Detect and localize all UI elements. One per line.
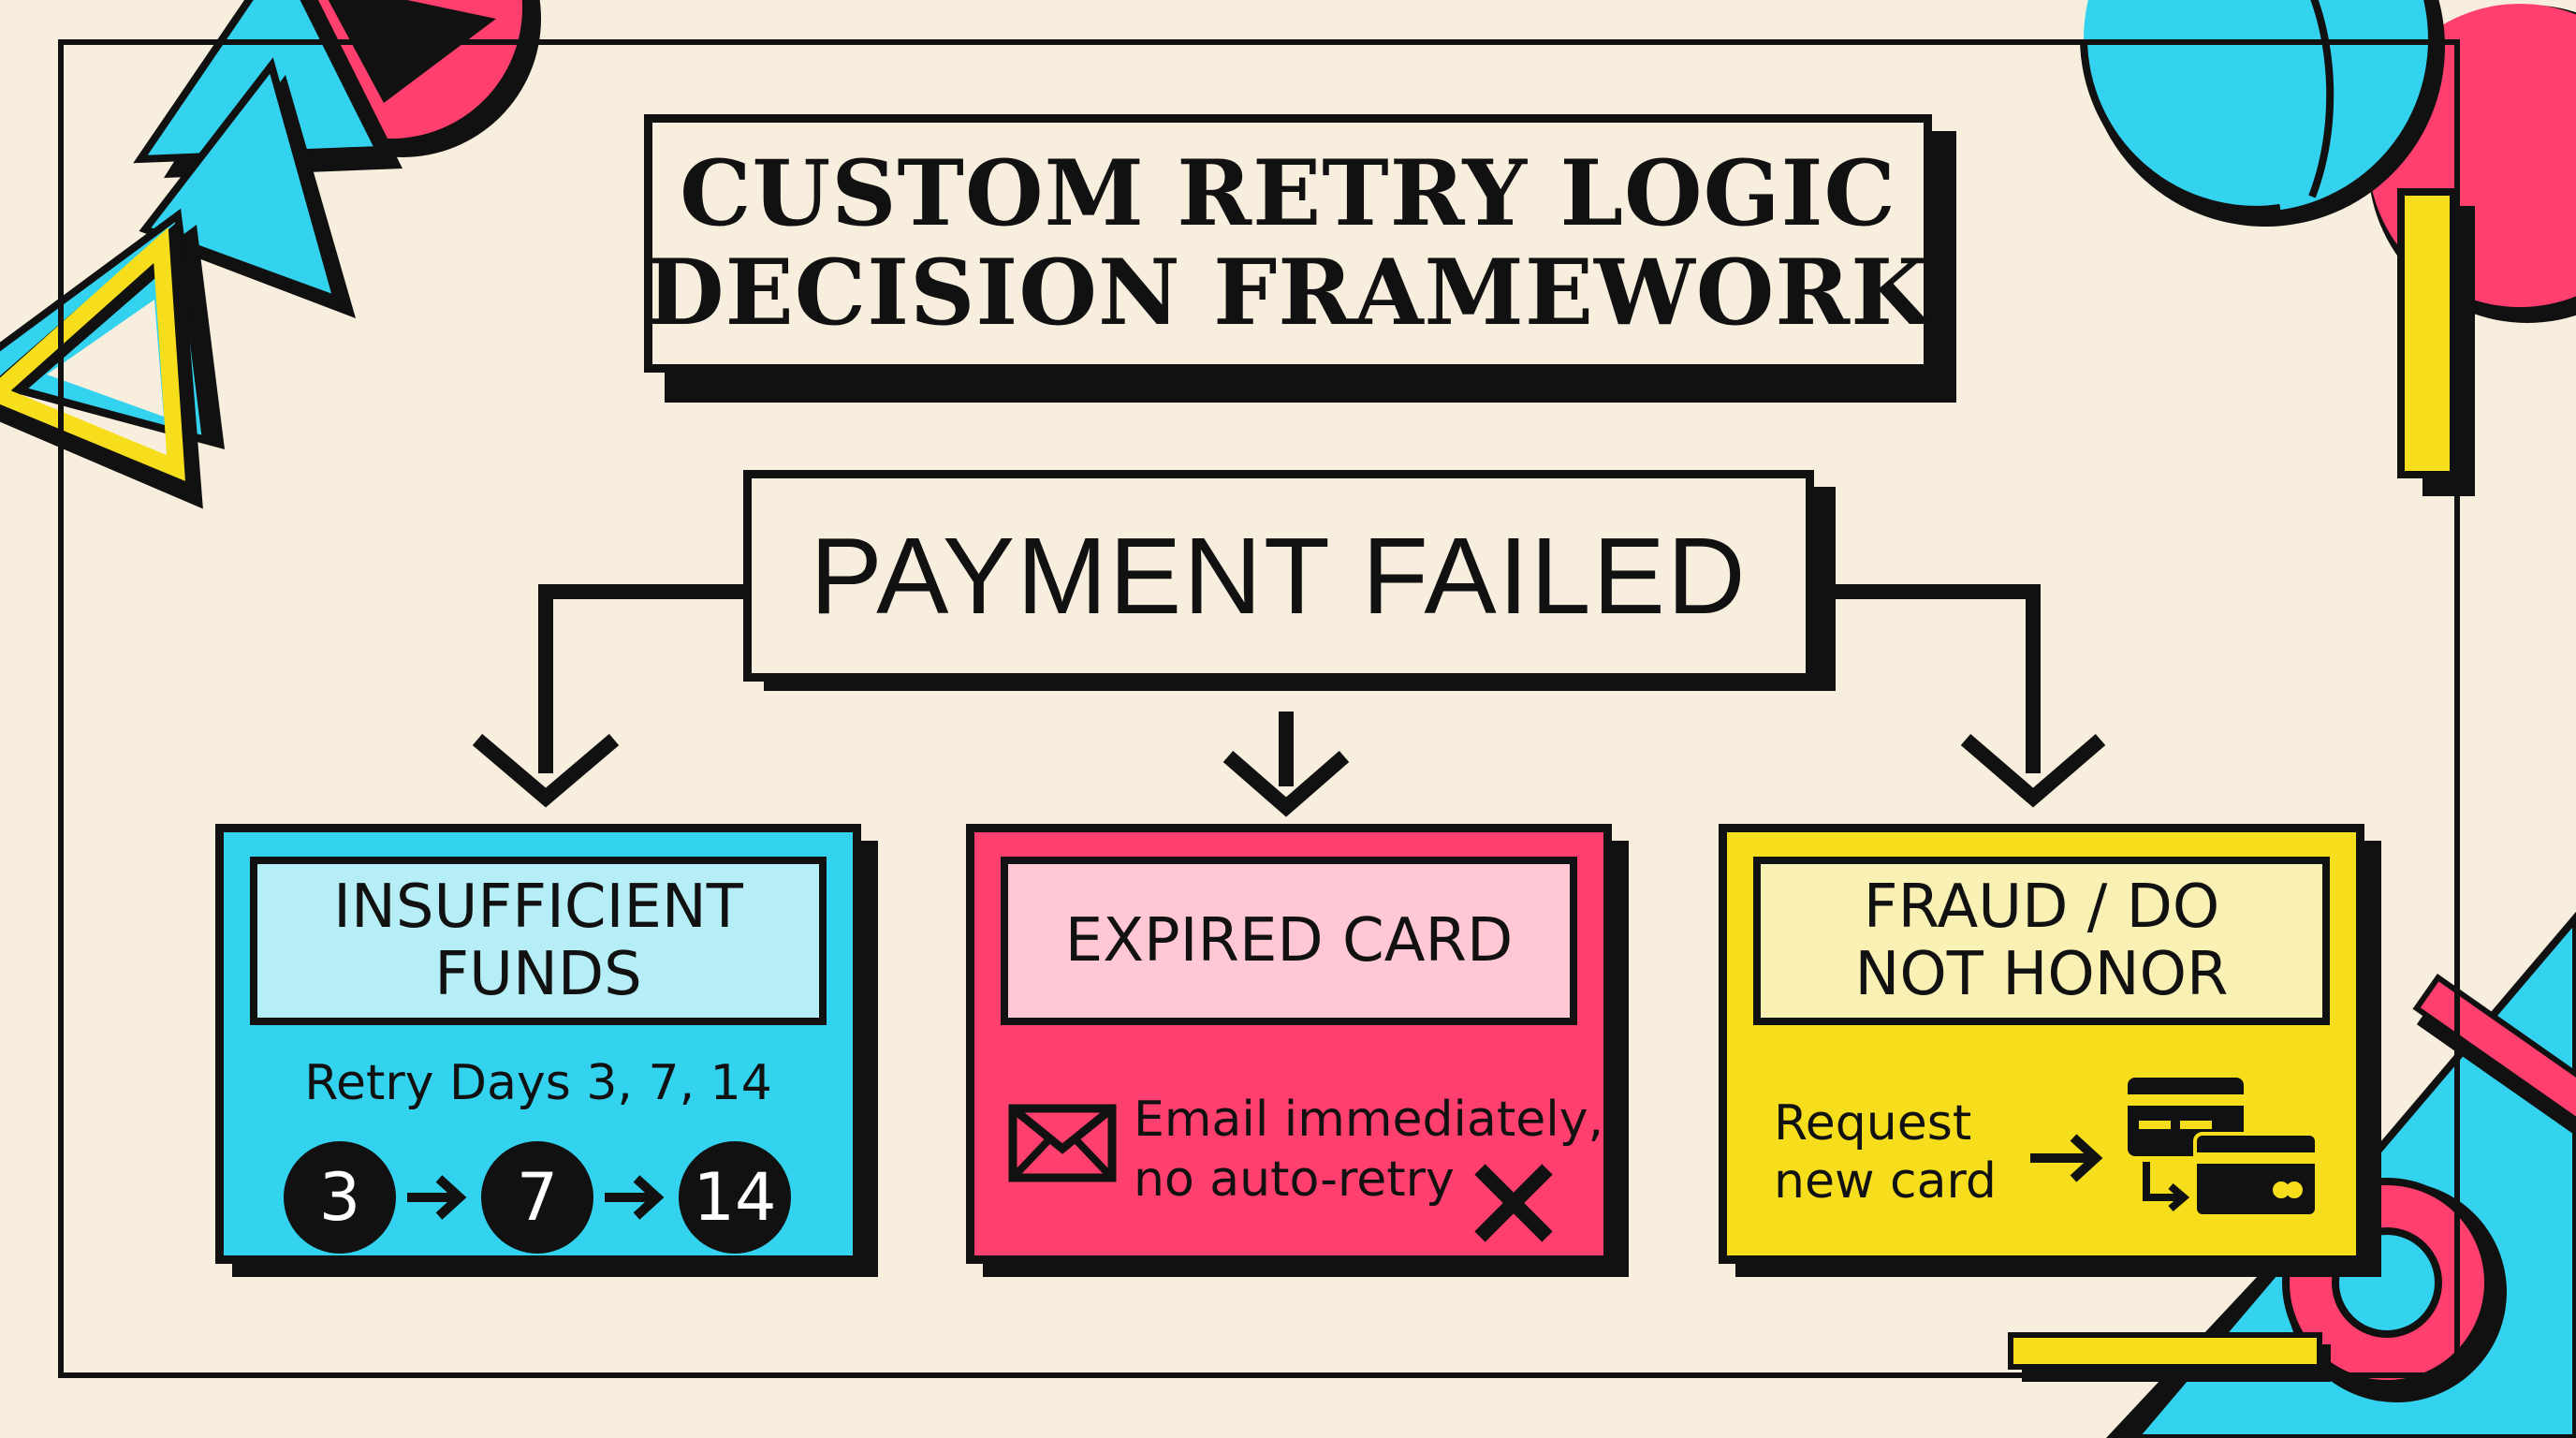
arrow-right-icon	[2030, 1134, 2103, 1182]
retry-day-circle: 3	[284, 1141, 396, 1254]
arrow-right-icon	[407, 1175, 467, 1220]
retry-day-circle: 7	[481, 1141, 593, 1254]
title-line-2: DECISION FRAMEWORK	[646, 240, 1930, 345]
branch-label-box: INSUFFICIENT FUNDS	[250, 857, 827, 1025]
branch-label-line-1: FRAUD / DO	[1863, 873, 2220, 942]
expired-card-note: Email immediately, no auto-retry	[1134, 1090, 1603, 1210]
branch-label: EXPIRED CARD	[1064, 906, 1514, 976]
x-mark-icon	[1474, 1164, 1553, 1242]
branch-label-line-1: INSUFFICIENT	[333, 873, 743, 942]
title-line-1: CUSTOM RETRY LOGIC	[680, 140, 1896, 246]
note-line-1: Email immediately,	[1134, 1092, 1603, 1148]
note-line-2: new card	[1774, 1153, 1997, 1210]
credit-cards-icon	[2128, 1078, 2319, 1218]
title-box: CUSTOM RETRY LOGIC DECISION FRAMEWORK	[644, 114, 1932, 373]
note-line-1: Request	[1774, 1095, 1972, 1152]
root-label: PAYMENT FAILED	[810, 515, 1748, 637]
arrow-right-icon	[605, 1175, 665, 1220]
corner-shapes-top-left	[0, 0, 541, 509]
envelope-icon	[1008, 1104, 1117, 1182]
branch-card-expired-card: EXPIRED CARD Email immediately, no auto-…	[966, 824, 1612, 1264]
branch-card-fraud-do-not-honor: FRAUD / DO NOT HONOR Request new card	[1719, 824, 2364, 1264]
branch-label: FRAUD / DO NOT HONOR	[1855, 873, 2229, 1008]
branch-connectors	[472, 584, 2106, 817]
retry-schedule-note: Retry Days 3, 7, 14	[304, 1055, 772, 1111]
corner-shapes-top-right	[2080, 0, 2576, 496]
branch-label-box: FRAUD / DO NOT HONOR	[1753, 857, 2330, 1025]
branch-label-box: EXPIRED CARD	[1001, 857, 1577, 1025]
fraud-note: Request new card	[1774, 1094, 1997, 1211]
retry-day-circle: 14	[679, 1141, 791, 1254]
branch-label-line-2: FUNDS	[434, 940, 642, 1009]
branch-label-line-2: NOT HONOR	[1854, 940, 2229, 1009]
note-line-2: no auto-retry	[1134, 1152, 1455, 1208]
diagram-frame	[58, 39, 2460, 1378]
branch-label: INSUFFICIENT FUNDS	[333, 873, 743, 1008]
root-node: PAYMENT FAILED	[743, 470, 1814, 682]
branch-card-insufficient-funds: INSUFFICIENT FUNDS Retry Days 3, 7, 14 3…	[215, 824, 861, 1264]
